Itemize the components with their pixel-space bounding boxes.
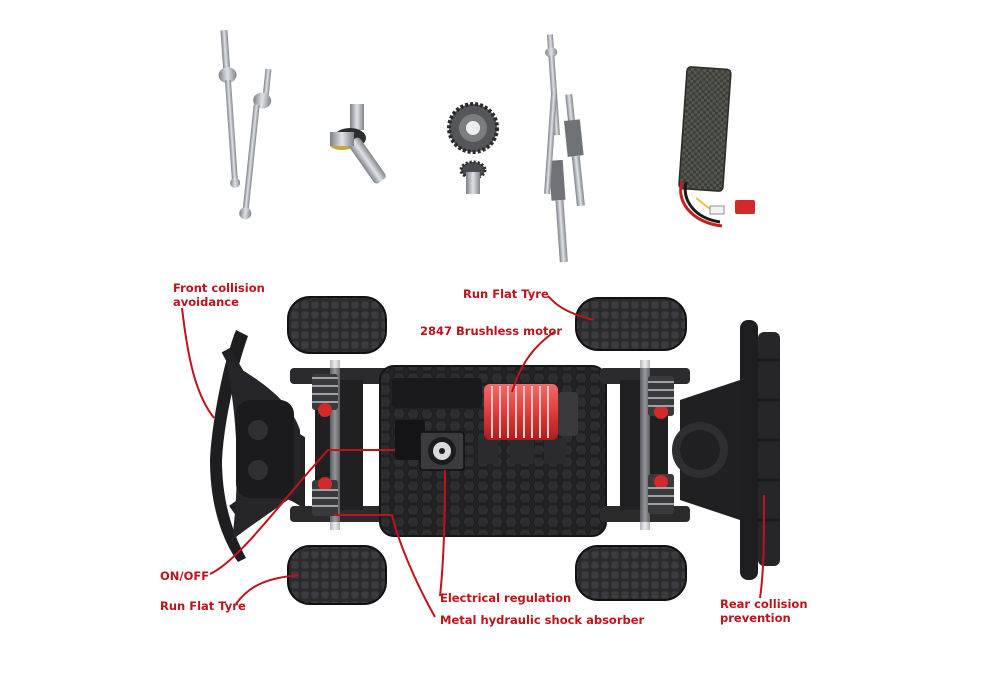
front-bumper (210, 330, 248, 562)
lipo-battery-part (678, 66, 755, 228)
label-shock-absorber: Metal hydraulic shock absorber (440, 613, 645, 627)
rear-right-tyre (575, 545, 687, 601)
rear-drive-shafts-part (544, 34, 585, 263)
label-front-collision-line2: avoidance (173, 295, 239, 309)
rear-shock-absorbers (648, 376, 674, 514)
leader-electrical-regulation (439, 469, 446, 597)
label-run-flat-tyre-bottom: Run Flat Tyre (160, 599, 246, 613)
rc-car-chassis (210, 296, 780, 605)
brushless-motor (484, 384, 578, 440)
leader-run-flat-tyre-top (547, 295, 595, 321)
drive-shaft-pair-part (218, 29, 272, 220)
label-electrical-regulation: Electrical regulation (440, 591, 571, 605)
leader-front-collision (181, 307, 215, 419)
label-front-collision-line1: Front collision (173, 281, 265, 295)
callout-leader-lines (181, 295, 765, 618)
label-on-off: ON/OFF (160, 569, 209, 583)
leader-shock-absorber (334, 514, 436, 618)
label-rear-collision-line2: prevention (720, 611, 791, 625)
rear-left-tyre (575, 297, 687, 351)
leader-run-flat-tyre-bottom (235, 574, 299, 605)
leader-brushless-motor (511, 331, 555, 393)
leader-rear-collision (759, 494, 765, 599)
label-run-flat-tyre-top: Run Flat Tyre (463, 287, 549, 301)
bevel-gear-set-part (447, 102, 499, 194)
label-brushless-motor: 2847 Brushless motor (420, 324, 562, 338)
front-shock-absorbers (312, 374, 338, 516)
front-right-tyre (287, 545, 387, 605)
label-rear-collision-line1: Rear collision (720, 597, 808, 611)
front-left-tyre (287, 296, 387, 354)
esc-fan (419, 431, 465, 471)
leader-on-off-a (209, 449, 395, 575)
differential-cup-part (330, 104, 386, 184)
rear-bumper (740, 320, 780, 580)
